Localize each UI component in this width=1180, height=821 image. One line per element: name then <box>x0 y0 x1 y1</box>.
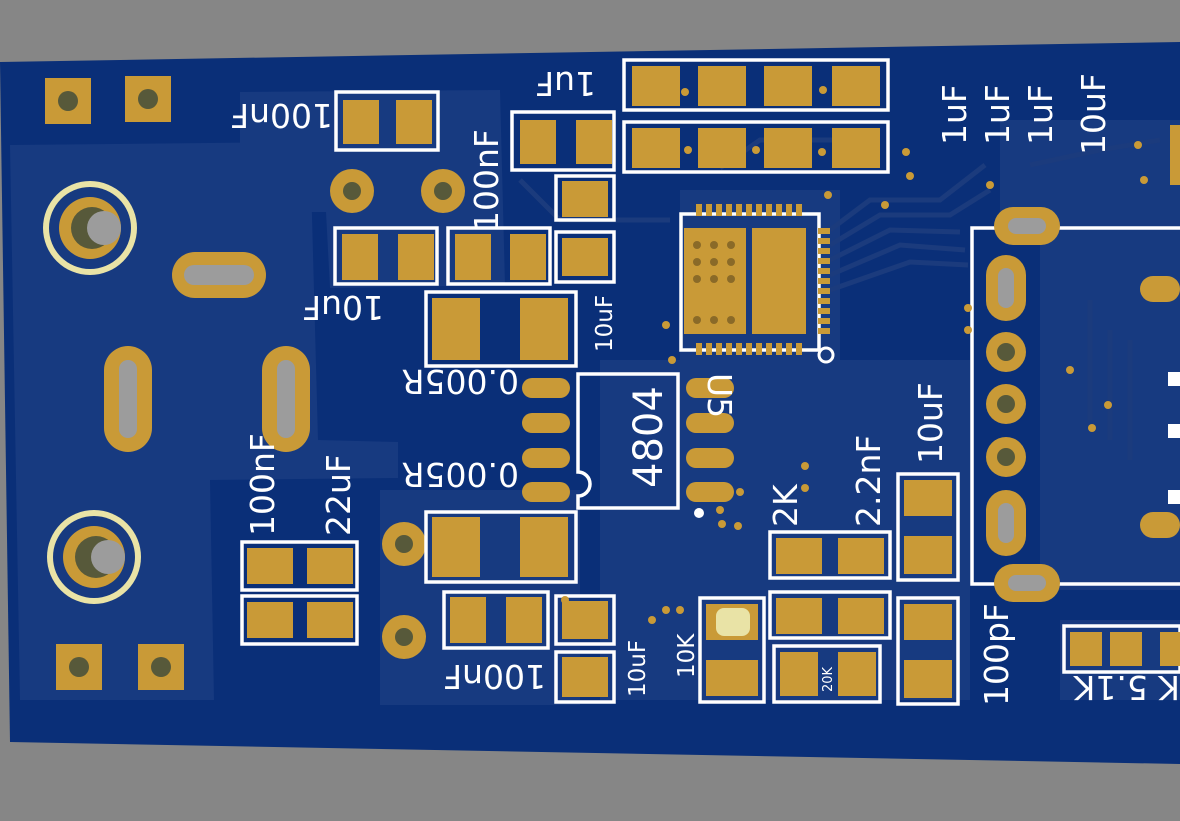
usb-connector <box>970 207 1180 602</box>
label-10uF-far: 10uF <box>1074 73 1113 155</box>
vias <box>561 86 1148 694</box>
label-2K: 2K <box>766 483 805 527</box>
label-10uF-mid: 10uF <box>592 295 618 352</box>
label-10uF-bottom: 10uF <box>625 640 651 697</box>
label-u5: U5 <box>700 373 739 418</box>
ic-u5-qfn <box>679 204 835 364</box>
label-1uF-c: 1uF <box>1021 84 1060 145</box>
label-100nF-mid: 100nF <box>467 129 506 232</box>
label-20K: 20K <box>821 666 836 692</box>
label-0005R-a: 0.005R <box>402 362 519 401</box>
smd-components <box>240 58 1180 706</box>
copper-pour-middle <box>600 190 970 700</box>
slotted-pads <box>104 252 310 452</box>
label-ic-4804: 4804 <box>626 386 672 488</box>
label-5-1K: K 5.1K <box>1072 668 1180 707</box>
label-1uF-b: 1uF <box>978 84 1017 145</box>
mounting-hole-top <box>43 181 137 275</box>
label-1uF-top: 1uF <box>535 64 596 103</box>
label-0005R-b: 0.005R <box>402 455 519 494</box>
ic-4804 <box>522 372 734 518</box>
label-10K: 10K <box>674 633 700 678</box>
label-2-2nF: 2.2nF <box>849 435 888 527</box>
mounting-hole-bottom <box>47 510 141 604</box>
label-10uF-right: 10uF <box>911 382 950 464</box>
round-thru-pads <box>330 169 465 659</box>
label-100pF: 100pF <box>977 603 1016 706</box>
label-1uF-a: 1uF <box>935 84 974 145</box>
label-100nF-bottom: 100nF <box>443 657 546 696</box>
label-100nF-low: 100nF <box>243 433 282 536</box>
label-22uF: 22uF <box>319 454 358 536</box>
label-100nF-top: 100nF <box>230 96 333 135</box>
square-thru-pads <box>45 76 184 690</box>
label-10uF-left: 10uF <box>302 288 384 327</box>
